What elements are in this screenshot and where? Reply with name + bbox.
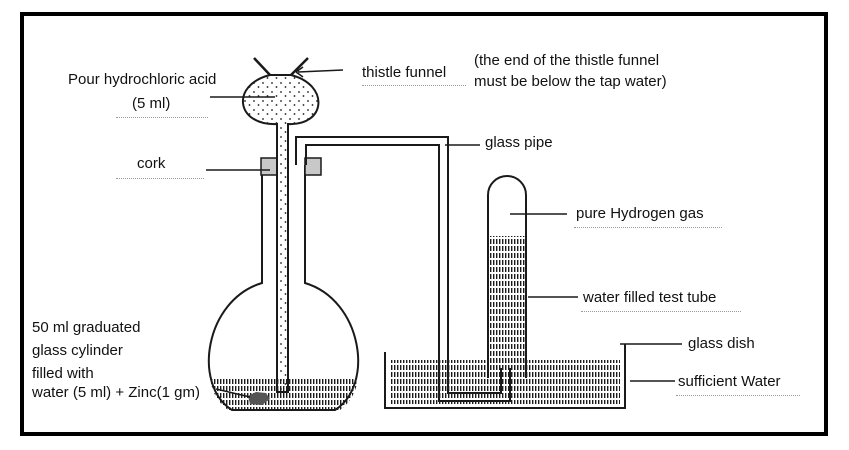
- glass-dish-label: glass dish: [688, 335, 755, 352]
- glass-dish: [384, 344, 626, 409]
- flask-water: [210, 377, 358, 410]
- cylinder-label-line1: 50 ml graduated: [32, 319, 141, 336]
- thistle-funnel-underline: [362, 85, 466, 86]
- diagram-border: [20, 12, 828, 436]
- cylinder-label-line4: water (5 ml) + Zinc(1 gm): [32, 384, 200, 401]
- thistle-funnel-rim: [253, 57, 309, 76]
- pour-acid-volume-label: (5 ml): [132, 95, 171, 112]
- test-tube-water: [490, 236, 526, 386]
- glass-pipe-label: glass pipe: [485, 134, 553, 151]
- cork-label: cork: [137, 155, 166, 172]
- test-tube-label: water filled test tube: [583, 289, 717, 306]
- hydrogen-gas-label: pure Hydrogen gas: [576, 205, 704, 222]
- sufficient-water-label: sufficient Water: [678, 373, 781, 390]
- sufficient-water-underline: [676, 395, 800, 396]
- test-tube-underline: [581, 311, 741, 312]
- flask: [208, 165, 359, 411]
- cork-underline: [116, 178, 204, 179]
- thistle-funnel-label: thistle funnel: [362, 64, 447, 81]
- cork-left: [260, 157, 278, 176]
- test-tube: [487, 175, 527, 378]
- pour-acid-label: Pour hydrochloric acid: [68, 71, 217, 88]
- pour-acid-underline: [116, 117, 208, 118]
- funnel-note-line2: must be below the tap water): [474, 73, 667, 90]
- hydrogen-gas-underline: [574, 227, 722, 228]
- zinc-lump: [248, 392, 270, 405]
- thistle-funnel-bulb: [242, 74, 320, 393]
- cylinder-label-line3: filled with: [32, 365, 94, 382]
- pointer-lines: [206, 66, 682, 398]
- cylinder-label-line2: glass cylinder: [32, 342, 123, 359]
- funnel-note-line1: (the end of the thistle funnel: [474, 52, 660, 69]
- cork-right: [304, 157, 322, 176]
